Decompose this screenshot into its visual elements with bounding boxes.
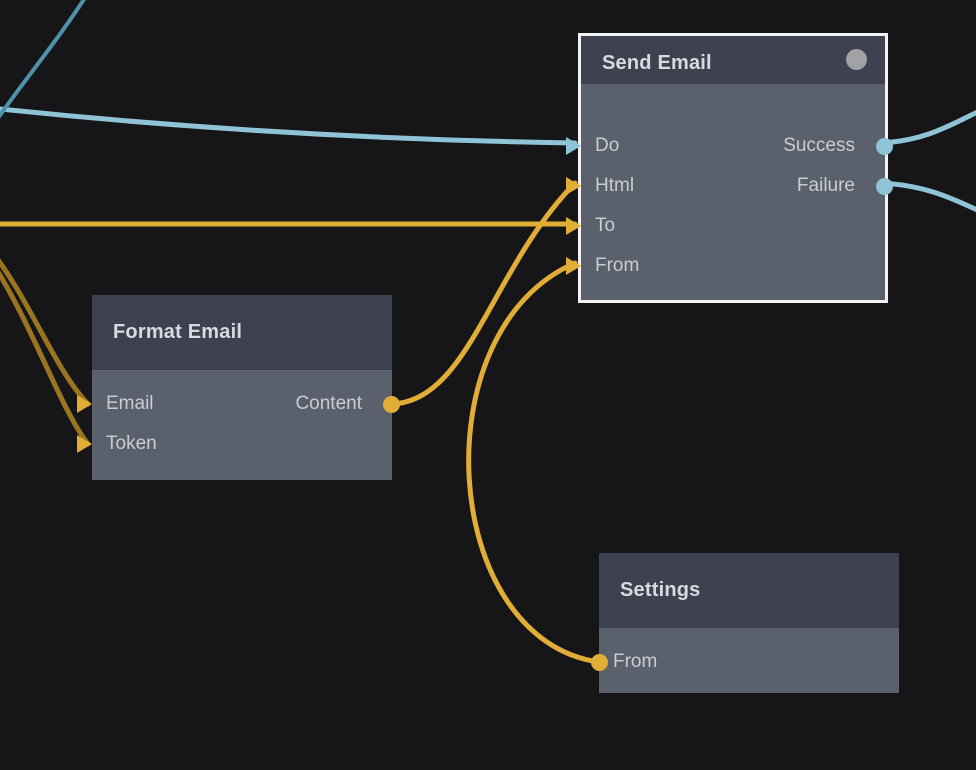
output-pin-success-icon[interactable]: [876, 138, 893, 155]
input-pin-do-icon[interactable]: [566, 137, 581, 155]
output-label-content: Content: [295, 393, 362, 414]
wire-exec-in-do[interactable]: [0, 106, 578, 146]
input-label-to: To: [595, 215, 616, 236]
output-port-success[interactable]: Success: [581, 135, 893, 156]
input-label-token: Token: [106, 433, 157, 454]
input-port-token[interactable]: Token: [77, 433, 392, 454]
node-title-settings: Settings: [620, 579, 701, 601]
input-pin-email-icon[interactable]: [77, 395, 92, 413]
wire-exec-offscreen-up[interactable]: [0, 0, 90, 124]
wire-settings-to-from[interactable]: [466, 260, 602, 665]
input-pin-html-icon[interactable]: [566, 177, 581, 195]
input-port-to[interactable]: To: [566, 215, 885, 236]
input-label-from: From: [595, 255, 640, 276]
wire-data-in-email[interactable]: [0, 252, 91, 407]
output-label-success: Success: [783, 135, 855, 156]
wire-failure-out[interactable]: [879, 180, 976, 214]
input-port-html[interactable]: Html: [566, 175, 885, 196]
input-label-email: Email: [106, 393, 154, 414]
input-pin-to-icon[interactable]: [566, 217, 581, 235]
input-pin-token-icon[interactable]: [77, 435, 92, 453]
node-header-send-email[interactable]: Send Email: [581, 36, 885, 84]
status-dot-icon[interactable]: [846, 49, 867, 70]
node-header-format-email[interactable]: Format Email: [92, 295, 392, 370]
node-title-send-email: Send Email: [602, 51, 712, 74]
output-port-content[interactable]: Content: [92, 393, 400, 414]
input-label-do: Do: [595, 135, 620, 156]
output-pin-from-icon[interactable]: [591, 654, 608, 671]
input-port-do[interactable]: Do: [566, 135, 885, 156]
output-pin-failure-icon[interactable]: [876, 178, 893, 195]
input-label-html: Html: [595, 175, 635, 196]
wire-success-out[interactable]: [879, 108, 976, 146]
output-port-from[interactable]: From: [591, 651, 899, 672]
output-pin-content-icon[interactable]: [383, 396, 400, 413]
wire-content-to-html[interactable]: [389, 180, 578, 407]
node-title-format-email: Format Email: [113, 321, 243, 343]
input-port-from[interactable]: From: [566, 255, 885, 276]
output-port-failure[interactable]: Failure: [581, 175, 893, 196]
node-body-settings: From: [591, 628, 899, 693]
wire-data-in-token[interactable]: [0, 262, 91, 447]
output-label-failure: Failure: [796, 175, 855, 196]
output-label-from: From: [613, 651, 658, 672]
node-header-settings[interactable]: Settings: [599, 553, 899, 628]
input-port-email[interactable]: Email: [77, 393, 392, 414]
input-pin-from-icon[interactable]: [566, 257, 581, 275]
